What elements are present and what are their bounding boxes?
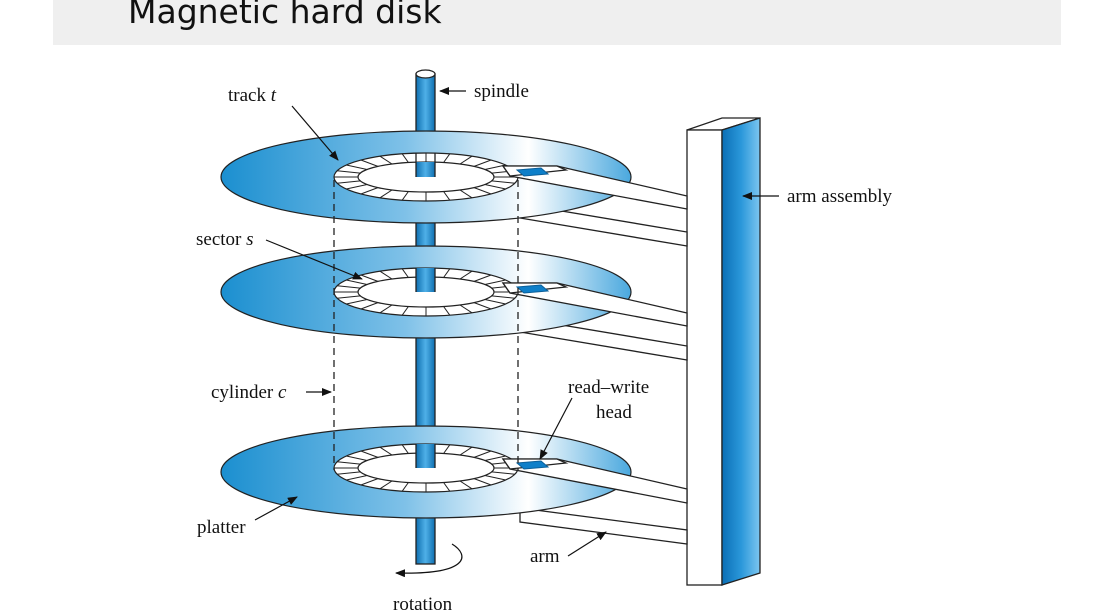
sector-divider	[484, 184, 506, 190]
rotation-arrow	[395, 543, 463, 578]
sector-divider	[337, 180, 361, 184]
sector-divider	[473, 274, 492, 282]
sector-divider	[459, 304, 473, 314]
arrow-read-write-head	[539, 397, 573, 460]
sector-divider	[360, 274, 379, 282]
slide-title: Magnetic hard disk	[128, 0, 442, 31]
sector-divider	[459, 480, 473, 490]
sector-divider	[491, 471, 515, 475]
sector-divider	[337, 471, 361, 475]
sector-divider	[379, 155, 393, 165]
arm-lower-rails	[519, 203, 688, 545]
label-rotation: rotation	[393, 594, 453, 615]
arm-middle	[501, 282, 688, 327]
arrow-track	[291, 105, 339, 161]
sector-divider	[459, 446, 473, 456]
label-head: head	[596, 402, 632, 423]
sector-divider	[379, 270, 393, 280]
label-arm: arm	[530, 546, 560, 567]
sector-divider	[346, 184, 368, 190]
sector-divider	[484, 475, 506, 481]
label-arm-assembly: arm assembly	[787, 186, 893, 207]
label-platter: platter	[197, 517, 246, 538]
sector-divider	[484, 279, 506, 285]
sector-divider	[401, 444, 409, 454]
sector-divider	[443, 153, 451, 163]
sector-divider	[473, 450, 492, 458]
sector-divider	[337, 285, 361, 289]
sector-divider	[379, 480, 393, 490]
sector-divider	[346, 455, 368, 461]
sector-divider	[401, 306, 409, 316]
sector-divider	[473, 302, 492, 310]
sector-divider	[401, 268, 409, 278]
sector-divider	[459, 270, 473, 280]
platter-middle	[220, 245, 632, 339]
sector-divider	[337, 461, 361, 465]
sector-divider	[443, 191, 451, 201]
sector-divider	[360, 159, 379, 167]
sector-divider	[360, 478, 379, 486]
sector-divider	[491, 180, 515, 184]
sector-divider	[360, 187, 379, 195]
sector-divider	[459, 189, 473, 199]
arrow-sector	[265, 239, 363, 280]
sector-divider	[473, 159, 492, 167]
sector-divider	[379, 304, 393, 314]
title-bar: Magnetic hard disk	[53, 0, 1061, 45]
arrow-platter	[254, 496, 298, 521]
sector-divider	[401, 153, 409, 163]
sector-divider	[473, 478, 492, 486]
label-track: track t	[228, 85, 277, 106]
sector-divider	[443, 482, 451, 492]
platter-bottom	[220, 425, 632, 519]
sector-divider	[337, 295, 361, 299]
sector-divider	[360, 302, 379, 310]
label-spindle: spindle	[474, 81, 529, 102]
sector-divider	[401, 191, 409, 201]
label-sector: sector s	[196, 229, 254, 250]
cylinder-outline	[333, 180, 519, 470]
platter-top	[220, 130, 632, 224]
sector-divider	[484, 455, 506, 461]
sector-divider	[491, 295, 515, 299]
sector-divider	[443, 268, 451, 278]
sector-divider	[443, 444, 451, 454]
arrow-arm	[567, 531, 607, 557]
sector-divider	[443, 306, 451, 316]
arm-assembly	[686, 117, 761, 586]
sector-divider	[379, 446, 393, 456]
sector-divider	[401, 482, 409, 492]
sector-divider	[346, 475, 368, 481]
label-read-write: read–write	[568, 377, 649, 398]
sector-divider	[360, 450, 379, 458]
sector-divider	[459, 155, 473, 165]
sector-divider	[337, 170, 361, 174]
arm-bottom	[501, 458, 688, 504]
sector-divider	[379, 189, 393, 199]
sector-divider	[346, 299, 368, 305]
arm-top	[501, 165, 688, 210]
sector-divider	[346, 164, 368, 170]
label-cylinder: cylinder c	[211, 382, 287, 403]
sector-divider	[473, 187, 492, 195]
sector-divider	[484, 299, 506, 305]
sector-divider	[346, 279, 368, 285]
